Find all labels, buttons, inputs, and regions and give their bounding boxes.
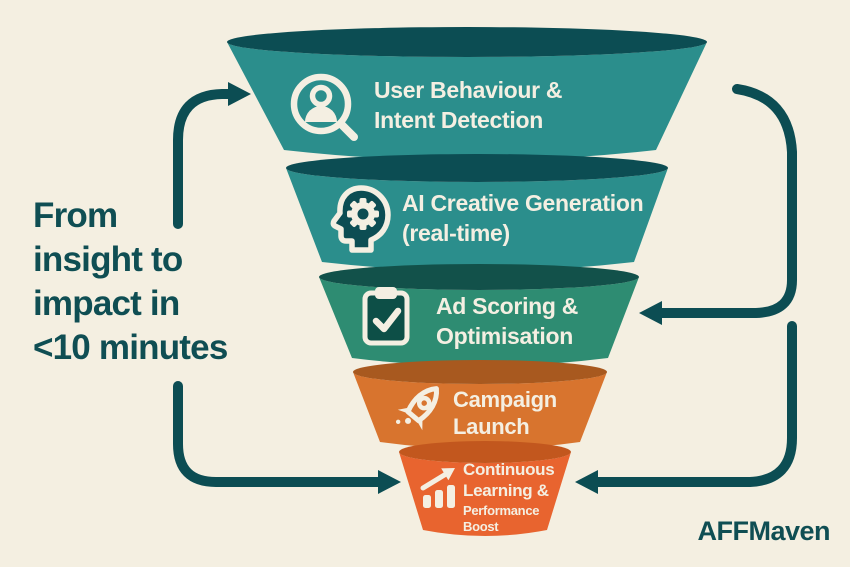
stage-2-label-line: (real-time) [402, 220, 510, 246]
headline-line: <10 minutes [33, 328, 228, 367]
arrow-left-bottom [173, 381, 401, 494]
headline: From insight to impact in <10 minutes [33, 194, 228, 370]
stage-1-label: User Behaviour & Intent Detection [374, 75, 563, 135]
funnel-stage-1-top [227, 27, 707, 57]
funnel-stage-4-top [353, 360, 607, 384]
arrow-right-top-head [639, 301, 662, 325]
head-gear-icon [330, 185, 391, 253]
growth-chart-icon [420, 468, 455, 508]
funnel-stage-4-body [353, 372, 607, 449]
stage-5-label: Continuous Learning & [463, 459, 555, 501]
stage-2-label-line: AI Creative Generation [402, 190, 644, 216]
arrow-right-top [639, 84, 797, 325]
headline-line: From [33, 196, 118, 235]
funnel-stage-2-top [286, 154, 668, 182]
stage-5-label-line: Continuous [463, 460, 555, 479]
user-search-icon [290, 73, 358, 141]
arrow-right-top-line [656, 84, 797, 318]
funnel-stage-3-top [319, 264, 639, 290]
stage-5-sublabel: Performance Boost [463, 503, 539, 535]
brand-logo-text: AFFMaven [697, 516, 830, 546]
stage-3-label-line: Optimisation [436, 323, 573, 349]
arrow-right-bottom-line [592, 321, 797, 487]
stage-5-sublabel-line: Boost [463, 519, 499, 534]
stage-1-label-line: User Behaviour & [374, 77, 563, 103]
arrow-left-top-head [228, 82, 251, 106]
arrow-left-bottom-line [173, 381, 384, 487]
stage-4-label-line: Campaign [453, 387, 557, 412]
stage-1-label-line: Intent Detection [374, 107, 543, 133]
stage-5-sublabel-line: Performance [463, 503, 540, 518]
stage-3-label-line: Ad Scoring & [436, 293, 579, 319]
funnel-stage-5-top [399, 441, 571, 463]
arrow-left-top-line [173, 89, 236, 229]
stage-2-label: AI Creative Generation (real-time) [402, 188, 644, 248]
rocket-icon [395, 386, 439, 431]
stage-4-label: Campaign Launch [453, 386, 557, 440]
arrow-left-top [173, 82, 251, 229]
headline-line: impact in [33, 284, 180, 323]
stage-4-label-line: Launch [453, 414, 530, 439]
arrow-left-bottom-head [378, 470, 401, 494]
stage-5-label-line: Learning & [463, 481, 549, 500]
clipboard-check-icon [362, 287, 410, 346]
headline-line: insight to [33, 240, 183, 279]
funnel-stage-5-body [399, 452, 571, 536]
arrow-right-bottom-head [575, 470, 598, 494]
arrow-right-bottom [575, 321, 797, 494]
stage-3-label: Ad Scoring & Optimisation [436, 291, 578, 351]
